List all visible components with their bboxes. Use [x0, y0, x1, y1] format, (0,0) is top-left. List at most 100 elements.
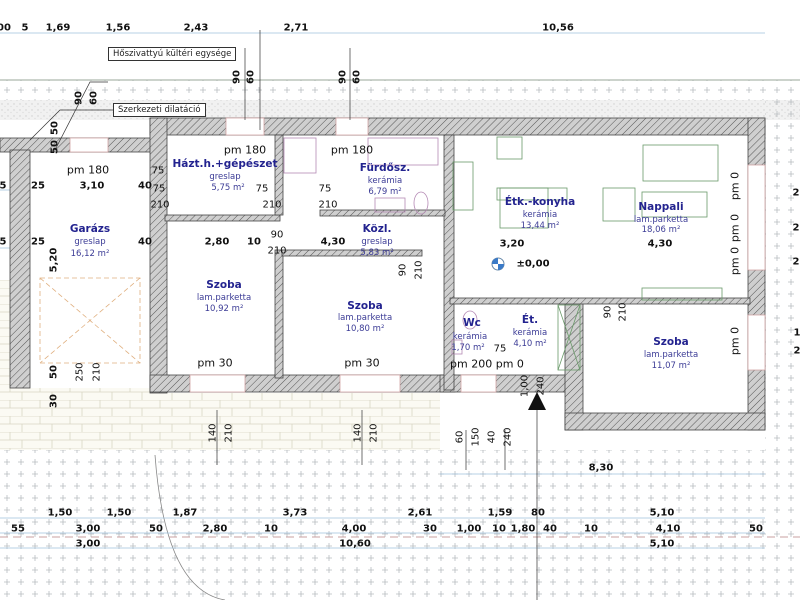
- dim-label: 4,30: [647, 238, 673, 250]
- dim-label: 90: [602, 305, 614, 319]
- dim-label: 3,00: [75, 523, 101, 535]
- dim-label: 2: [792, 222, 800, 234]
- dim-label: 4,30: [320, 236, 346, 248]
- room-name: Szoba: [347, 300, 383, 312]
- dim-label: 210: [368, 423, 380, 443]
- dim-label: 75: [152, 183, 166, 195]
- dim-label: 60: [454, 430, 466, 444]
- room-area: 11,07 m²: [651, 361, 691, 371]
- room-name: Wc: [463, 317, 481, 329]
- dim-label: 210: [318, 199, 338, 211]
- room-floor: kerámia: [512, 328, 548, 338]
- dim-label: 25: [31, 236, 45, 248]
- dim-label: 40: [138, 236, 152, 248]
- room-area: 5,75 m²: [211, 183, 245, 193]
- room-floor: kerámia: [367, 176, 403, 186]
- dim-label: 5: [0, 236, 7, 248]
- dim-label: 40: [543, 523, 557, 535]
- dim-label: 10: [247, 236, 261, 248]
- dim-label: 90: [397, 263, 409, 277]
- heat-pump-callout: Hőszivattyú kültéri egysége: [108, 47, 237, 61]
- room-name: Ét.: [521, 314, 539, 326]
- parapet-label: pm 30: [197, 356, 233, 370]
- dim-label: 75: [151, 165, 165, 177]
- dim-label: 3,00: [75, 538, 101, 550]
- room-name: Szoba: [206, 279, 242, 291]
- dim-label: 1,87: [172, 507, 198, 519]
- dim-label: 250: [74, 362, 86, 382]
- parapet-label: pm 0: [728, 326, 742, 356]
- dim-label: 75: [493, 343, 507, 355]
- room-name: Szoba: [653, 336, 689, 348]
- dim-label: 10,56: [542, 22, 574, 34]
- dim-label: 210: [91, 362, 103, 382]
- dim-label: 210: [267, 245, 287, 257]
- dim-label: 1,50: [106, 507, 132, 519]
- dim-label: 210: [150, 199, 170, 211]
- dim-label: 60: [88, 91, 100, 105]
- room-floor: greslap: [74, 237, 106, 247]
- dim-label: 2,71: [283, 22, 309, 34]
- dim-label: 5,10: [649, 538, 675, 550]
- parapet-label: pm 0: [728, 213, 742, 243]
- dim-label: 210: [617, 302, 629, 322]
- room-area: 13,44 m²: [520, 221, 560, 231]
- room-floor: lam.parketta: [196, 293, 252, 303]
- room-floor: lam.parketta: [643, 350, 699, 360]
- dim-label: 75: [255, 183, 269, 195]
- dim-label: 140: [352, 423, 364, 443]
- room-area: 10,92 m²: [204, 304, 244, 314]
- room-area: 4,10 m²: [513, 339, 547, 349]
- parapet-label: pm 0: [728, 246, 742, 276]
- dim-label: 1,00: [456, 523, 482, 535]
- dim-label: 5: [0, 180, 7, 192]
- room-area: 5,83 m²: [360, 248, 394, 258]
- dim-label: 50: [149, 523, 163, 535]
- dim-label: 60: [351, 70, 363, 84]
- dim-label: 90: [337, 70, 349, 84]
- dim-label: 5: [21, 22, 29, 34]
- dim-label: 90: [73, 91, 85, 105]
- dim-label: 50: [49, 140, 61, 154]
- parapet-label: pm 0: [728, 171, 742, 201]
- room-area: 1,70 m²: [451, 343, 485, 353]
- lawn-right: [765, 100, 800, 450]
- room-area: 16,12 m²: [70, 249, 110, 259]
- room-floor: kerámia: [452, 332, 488, 342]
- room-name: Közl.: [362, 223, 392, 235]
- dim-label: 30: [423, 523, 437, 535]
- dim-label: 3,10: [79, 180, 105, 192]
- dim-label: 2: [792, 187, 800, 199]
- room-area: 6,79 m²: [368, 187, 402, 197]
- dim-label: 50: [49, 121, 61, 135]
- dim-label: 150: [470, 427, 482, 447]
- dim-label: 10: [264, 523, 278, 535]
- dim-label: 4,10: [655, 523, 681, 535]
- room-floor: greslap: [209, 172, 241, 182]
- dim-label: 1,80: [510, 523, 536, 535]
- dim-label: 10,60: [339, 538, 371, 550]
- level-mark: ±0,00: [516, 258, 550, 270]
- dim-label: 240: [535, 376, 547, 396]
- parapet-label: pm 200 pm 0: [450, 357, 524, 371]
- dim-label: 240: [502, 427, 514, 447]
- dim-label: 75: [318, 183, 332, 195]
- room-floor: lam.parketta: [633, 215, 689, 225]
- parapet-label: pm 180: [330, 143, 374, 157]
- dim-label: 50: [749, 523, 763, 535]
- dim-label: 50: [48, 365, 60, 379]
- room-area: 10,80 m²: [345, 324, 385, 334]
- dim-label: 210: [413, 260, 425, 280]
- dim-label: 90: [270, 229, 284, 241]
- parapet-label: pm 180: [223, 143, 267, 157]
- parapet-label: pm 30: [344, 356, 380, 370]
- dim-label: 30: [48, 394, 60, 408]
- dim-label: 210: [262, 199, 282, 211]
- dim-label: 2,43: [183, 22, 209, 34]
- dim-label: 5,10: [649, 507, 675, 519]
- dim-label: 55: [11, 523, 25, 535]
- dim-label: 1,00: [519, 374, 531, 398]
- dim-label: 90: [231, 70, 243, 84]
- dim-label: 2: [793, 345, 800, 357]
- dim-label: 210: [223, 423, 235, 443]
